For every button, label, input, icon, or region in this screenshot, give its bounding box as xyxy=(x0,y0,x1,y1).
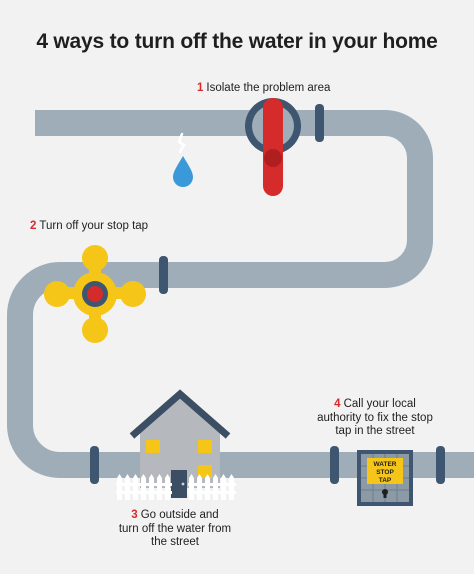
step-1-text: Isolate the problem area xyxy=(206,82,331,94)
pipe-joint xyxy=(436,446,445,484)
page-title: 4 ways to turn off the water in your hom… xyxy=(36,30,438,53)
house-icon xyxy=(129,389,231,498)
step-4-line: authority to fix the stop xyxy=(317,411,433,424)
pipe-joint xyxy=(90,446,99,484)
step-1-number: 1 xyxy=(197,82,204,94)
isolation-valve-icon xyxy=(245,98,301,196)
water-pipe xyxy=(7,110,474,478)
step-2-text: Turn off your stop tap xyxy=(39,220,149,232)
water-drop-icon xyxy=(173,132,193,187)
step-3-text: Go outside and xyxy=(140,509,219,521)
stop-tap-sign-line: STOP xyxy=(376,469,394,476)
stop-tap-icon xyxy=(44,245,146,343)
stop-tap-sign-line: WATER xyxy=(374,461,397,468)
fence-icon xyxy=(116,474,236,500)
street-stop-tap-box: WATER STOP TAP xyxy=(357,450,413,506)
pipe-joint xyxy=(159,256,168,294)
pipe-joint xyxy=(330,446,339,484)
stop-tap-sign-line: TAP xyxy=(379,477,392,484)
step-3-line: turn off the water from xyxy=(118,522,232,535)
keyhole-icon xyxy=(382,489,388,498)
step-4-line: tap in the street xyxy=(335,425,415,437)
pipe-joint xyxy=(315,104,324,142)
step-2-number: 2 xyxy=(30,220,37,232)
step-3-number: 3 xyxy=(131,509,138,521)
step-3-line: the street xyxy=(151,536,199,548)
step-4-text: Call your local xyxy=(343,398,416,410)
step-4-number: 4 xyxy=(334,398,341,410)
